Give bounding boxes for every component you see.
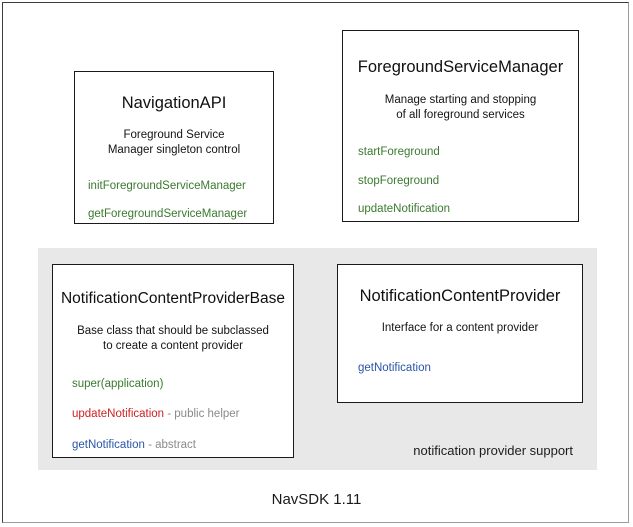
class-box-navigation-api[interactable]: NavigationAPI Foreground Service Manager… bbox=[74, 71, 274, 224]
member-name: startForeground bbox=[358, 145, 440, 158]
class-title: NotificationContentProviderBase bbox=[60, 290, 285, 307]
class-member[interactable]: updateNotification bbox=[358, 203, 578, 217]
member-note: - public helper bbox=[164, 408, 240, 421]
class-description-line: to create a content provider bbox=[103, 340, 243, 353]
class-title: NavigationAPI bbox=[121, 94, 227, 112]
class-description: Interface for a content provider bbox=[338, 321, 582, 337]
class-member-list: startForeground stopForeground updateNot… bbox=[343, 146, 578, 217]
group-panel-label: notification provider support bbox=[413, 443, 573, 458]
class-member[interactable]: getNotification - abstract bbox=[72, 439, 293, 453]
class-box-notification-content-provider[interactable]: NotificationContentProvider Interface fo… bbox=[337, 264, 583, 403]
member-name: getNotification bbox=[358, 362, 431, 375]
class-title: ForegroundServiceManager bbox=[357, 58, 564, 76]
member-name: getNotification bbox=[72, 439, 145, 452]
class-member[interactable]: stopForeground bbox=[358, 175, 578, 189]
class-member[interactable]: getNotification bbox=[358, 362, 582, 376]
class-description-line: Manager singleton control bbox=[107, 144, 241, 157]
class-member-list: initForegroundServiceManager getForegrou… bbox=[75, 180, 273, 222]
class-member-list: super(application) updateNotification - … bbox=[53, 378, 293, 453]
class-member[interactable]: getForegroundServiceManager bbox=[88, 208, 273, 222]
member-name: super(application) bbox=[72, 377, 164, 390]
class-member[interactable]: super(application) bbox=[72, 378, 293, 392]
class-title: NotificationContentProvider bbox=[359, 287, 561, 305]
class-description: Manage starting and stopping of all fore… bbox=[343, 93, 578, 124]
class-description-line: Base class that should be subclassed bbox=[77, 324, 269, 337]
member-note: - abstract bbox=[144, 439, 197, 452]
diagram-outer-frame bbox=[2, 2, 629, 523]
member-name: updateNotification bbox=[358, 203, 451, 216]
member-name: stopForeground bbox=[358, 174, 440, 187]
class-description: Base class that should be subclassed to … bbox=[53, 324, 293, 355]
class-description-line: Manage starting and stopping bbox=[384, 93, 537, 106]
class-description-line: Foreground Service bbox=[123, 128, 225, 141]
member-name: initForegroundServiceManager bbox=[88, 179, 246, 192]
class-box-notification-content-provider-base[interactable]: NotificationContentProviderBase Base cla… bbox=[52, 264, 294, 458]
class-member[interactable]: initForegroundServiceManager bbox=[88, 180, 273, 194]
class-member[interactable]: startForeground bbox=[358, 146, 578, 160]
class-description-line: of all foreground services bbox=[396, 109, 525, 122]
member-name: getForegroundServiceManager bbox=[88, 207, 248, 220]
class-member-list: getNotification bbox=[338, 362, 582, 376]
class-description-line: Interface for a content provider bbox=[381, 321, 539, 334]
class-member[interactable]: updateNotification - public helper bbox=[72, 408, 293, 422]
class-description: Foreground Service Manager singleton con… bbox=[75, 128, 273, 159]
diagram-footer-caption: NavSDK 1.11 bbox=[271, 491, 362, 508]
class-box-foreground-service-manager[interactable]: ForegroundServiceManager Manage starting… bbox=[342, 30, 579, 222]
member-name: updateNotification bbox=[72, 408, 165, 421]
